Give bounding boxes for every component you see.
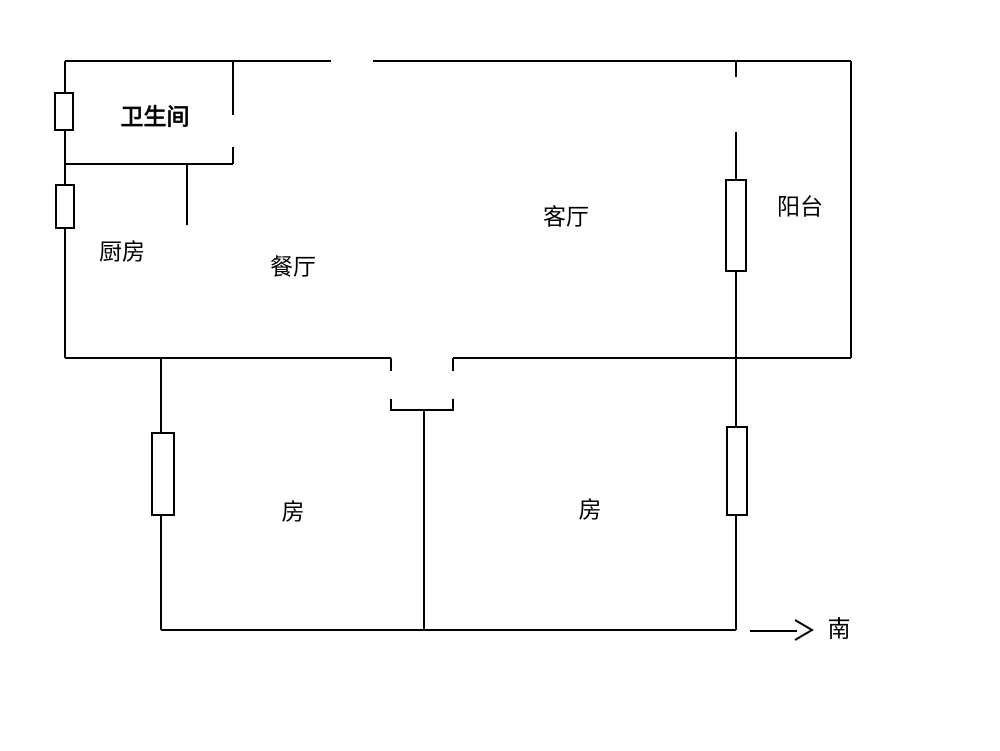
- balcony-window: [725, 179, 747, 272]
- label-living: 客厅: [543, 205, 589, 231]
- label-bedroom-right: 房: [579, 498, 602, 524]
- compass: 南: [750, 617, 851, 643]
- label-bathroom: 卫生间: [121, 105, 190, 131]
- bathroom-window: [54, 92, 74, 131]
- label-dining: 餐厅: [270, 255, 316, 281]
- label-kitchen: 厨房: [99, 240, 145, 266]
- hall-door-bracket: [390, 399, 454, 411]
- bedroom-left-window: [151, 432, 175, 516]
- windows: [54, 92, 748, 516]
- bedroom-right-window: [726, 426, 748, 516]
- label-balcony: 阳台: [777, 195, 823, 221]
- walls: [64, 60, 852, 631]
- arrow-right-icon: [750, 619, 814, 641]
- label-bedroom-left: 房: [282, 500, 305, 526]
- room-labels: 卫生间 厨房 餐厅 客厅 阳台 房 房: [99, 105, 823, 526]
- label-south: 南: [828, 617, 851, 643]
- kitchen-window: [55, 184, 75, 229]
